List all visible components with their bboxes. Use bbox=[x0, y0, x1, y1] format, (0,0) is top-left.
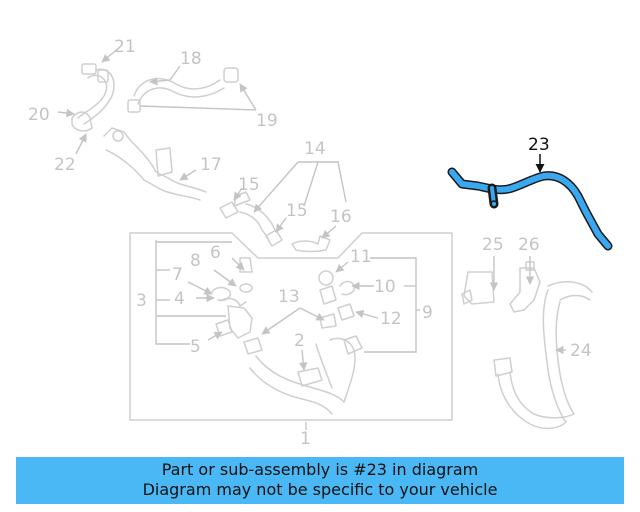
banner-line-1: Part or sub-assembly is #23 in diagram bbox=[161, 460, 479, 479]
callout-21: 21 bbox=[114, 37, 136, 57]
callout-16: 16 bbox=[330, 207, 352, 227]
callout-25: 25 bbox=[482, 235, 504, 255]
assembly-parts bbox=[211, 257, 363, 415]
callout-labels: 21 18 19 20 22 17 14 15 15 16 6 8 7 3 4 … bbox=[28, 37, 592, 449]
callout-4: 4 bbox=[174, 289, 185, 309]
callout-13: 13 bbox=[278, 287, 300, 307]
callout-18: 18 bbox=[180, 49, 202, 69]
callout-19: 19 bbox=[256, 111, 278, 131]
callout-23: 23 bbox=[528, 135, 550, 155]
callout-5: 5 bbox=[190, 337, 201, 357]
callout-7: 7 bbox=[172, 265, 183, 285]
leader-lines bbox=[57, 46, 566, 430]
callout-15-lower: 15 bbox=[286, 201, 308, 221]
callout-1: 1 bbox=[300, 429, 311, 449]
callout-24: 24 bbox=[570, 341, 592, 361]
callout-3: 3 bbox=[136, 291, 147, 311]
assembly-outline bbox=[129, 232, 453, 421]
callout-22: 22 bbox=[54, 155, 76, 175]
callout-9: 9 bbox=[422, 303, 433, 323]
part-23-highlighted bbox=[447, 167, 613, 251]
part-info-banner: Part or sub-assembly is #23 in diagram D… bbox=[16, 457, 624, 504]
right-side-parts bbox=[461, 261, 593, 430]
callout-10: 10 bbox=[374, 277, 396, 297]
callout-26: 26 bbox=[518, 235, 540, 255]
callout-12: 12 bbox=[380, 309, 402, 329]
banner-line-2: Diagram may not be specific to your vehi… bbox=[142, 480, 498, 499]
callout-11: 11 bbox=[350, 247, 372, 267]
callout-6: 6 bbox=[210, 243, 221, 263]
callout-17: 17 bbox=[200, 155, 222, 175]
callout-14: 14 bbox=[304, 139, 326, 159]
callout-2: 2 bbox=[294, 331, 305, 351]
callout-8: 8 bbox=[190, 251, 201, 271]
small-hoses-14-16 bbox=[219, 191, 331, 253]
parts-diagram: 21 18 19 20 22 17 14 15 15 16 6 8 7 3 4 … bbox=[28, 37, 613, 449]
upper-left-hoses bbox=[71, 63, 239, 201]
callout-15-upper: 15 bbox=[238, 175, 260, 195]
callout-20: 20 bbox=[28, 105, 50, 125]
